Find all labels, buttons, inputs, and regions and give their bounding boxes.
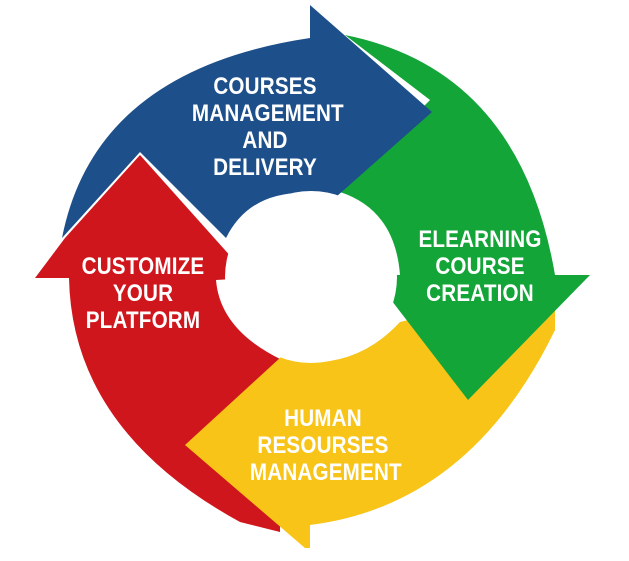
label-line: CREATION	[426, 280, 534, 307]
green-arrow-segment	[340, 35, 590, 400]
label-line: PLATFORM	[85, 307, 201, 334]
label-line: COURSES	[213, 73, 317, 100]
elearning-course-creation-label: ELEARNING COURSE CREATION	[411, 226, 549, 307]
label-line: MANAGEMENT	[191, 100, 344, 127]
label-line: AND DELIVERY	[213, 127, 317, 181]
label-line: CUSTOMIZE	[81, 253, 205, 280]
label-line: RESOURSES	[257, 432, 389, 459]
center-circle	[225, 191, 397, 363]
label-line: ELEARNING	[418, 226, 542, 253]
courses-management-label: COURSES MANAGEMENT AND DELIVERY	[191, 73, 344, 181]
label-line: MANAGEMENT	[249, 459, 402, 486]
label-line: COURSE	[435, 253, 525, 280]
label-line: HUMAN	[284, 405, 362, 432]
customize-platform-label: CUSTOMIZE YOUR PLATFORM	[79, 253, 208, 334]
blue-arrow-segment	[62, 5, 432, 238]
label-line: YOUR	[112, 280, 174, 307]
human-resources-management-label: HUMAN RESOURSES MANAGEMENT	[249, 405, 402, 486]
